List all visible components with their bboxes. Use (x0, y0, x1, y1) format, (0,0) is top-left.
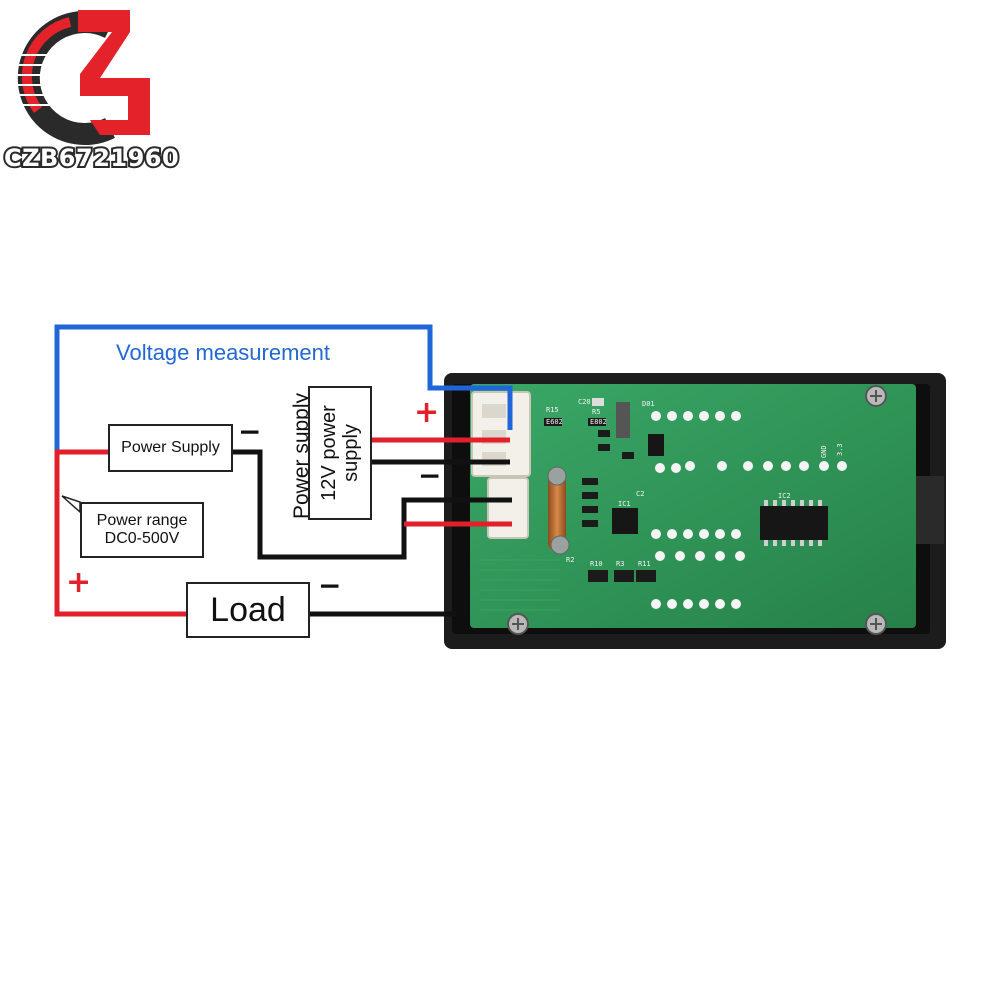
shunt-pad (547, 466, 567, 486)
ic1-chip (612, 508, 638, 534)
regulator-chip (648, 434, 664, 456)
aux-supply-line2: supply (340, 424, 362, 482)
wires (54, 324, 513, 617)
logo-c-ring-red (21, 17, 72, 113)
power-range-callout: Power range DC0-500V (80, 502, 204, 558)
meter-module: GND 3.3 R15 C20 R5 E602 E802 D01 IC2 IC1… (444, 373, 946, 649)
logo-z-mark (78, 10, 150, 135)
plus-sign-12v: + (414, 395, 440, 430)
power-range-line1: Power range (96, 512, 188, 529)
aux-12v-supply-text: 12V power supply (318, 405, 362, 501)
shunt-resistor (548, 474, 566, 552)
logo-text: CZB6721960 (4, 144, 179, 172)
ic2-pins (764, 500, 822, 546)
pcb-board (470, 384, 916, 628)
power-supply-box-label: Power Supply (121, 439, 220, 456)
pcb-label-c20: C20 (578, 398, 591, 406)
crystal-component (616, 402, 630, 438)
wire-blue-voltage (54, 324, 513, 450)
pcb-label-r5: R5 (592, 408, 600, 416)
pcb-label-r11: R11 (638, 560, 651, 568)
pcb-label-d01: D01 (642, 400, 655, 408)
screw-slot (870, 618, 882, 630)
minus-sign-load: − (318, 569, 342, 602)
pcb-label-ic2: IC2 (778, 492, 791, 500)
smd-components (544, 398, 656, 582)
plus-sign-load: + (66, 565, 92, 600)
pcb-label-c2: C2 (636, 490, 644, 498)
screw-slot (512, 618, 524, 630)
load-box-label: Load (210, 590, 286, 629)
aux-12v-supply-box: 12V power supply (308, 386, 372, 520)
minus-sign-bottom-connector: − (418, 459, 442, 492)
power-supply-box: Power Supply (108, 424, 233, 472)
pcb-label-ic1: IC1 (618, 500, 631, 508)
pcb-label-r3: R3 (616, 560, 624, 568)
wire-red-supply-positive (54, 449, 186, 617)
screw-slot (870, 390, 882, 402)
pcb-label-e602: E602 (546, 418, 563, 426)
pcb-label-r2: R2 (566, 556, 574, 564)
pcb-label-3v3: 3.3 (836, 443, 844, 456)
pcb-texture (480, 559, 560, 611)
pcb-holes (651, 411, 847, 609)
pcb-label-e802: E802 (590, 418, 607, 426)
connector-top-pin (482, 404, 506, 418)
load-box: Load (186, 582, 310, 638)
pcb-label-r10: R10 (590, 560, 603, 568)
wire-black-supply-negative (233, 449, 512, 560)
pcb-label-r15: R15 (546, 406, 559, 414)
brand-logo: CZB6721960 (2, 10, 181, 174)
connector-bottom (487, 477, 529, 539)
shunt-pad (550, 535, 570, 555)
minus-sign-supply: − (238, 415, 262, 448)
logo-stripes (17, 54, 70, 106)
aux-supply-line1: 12V power (318, 405, 340, 501)
ic2-chip (760, 506, 828, 540)
power-range-line2: DC0-500V (104, 530, 180, 547)
callout-pointer (61, 495, 81, 514)
pcb-label-gnd: GND (820, 445, 828, 458)
voltage-measurement-label: Voltage measurement (116, 340, 331, 365)
